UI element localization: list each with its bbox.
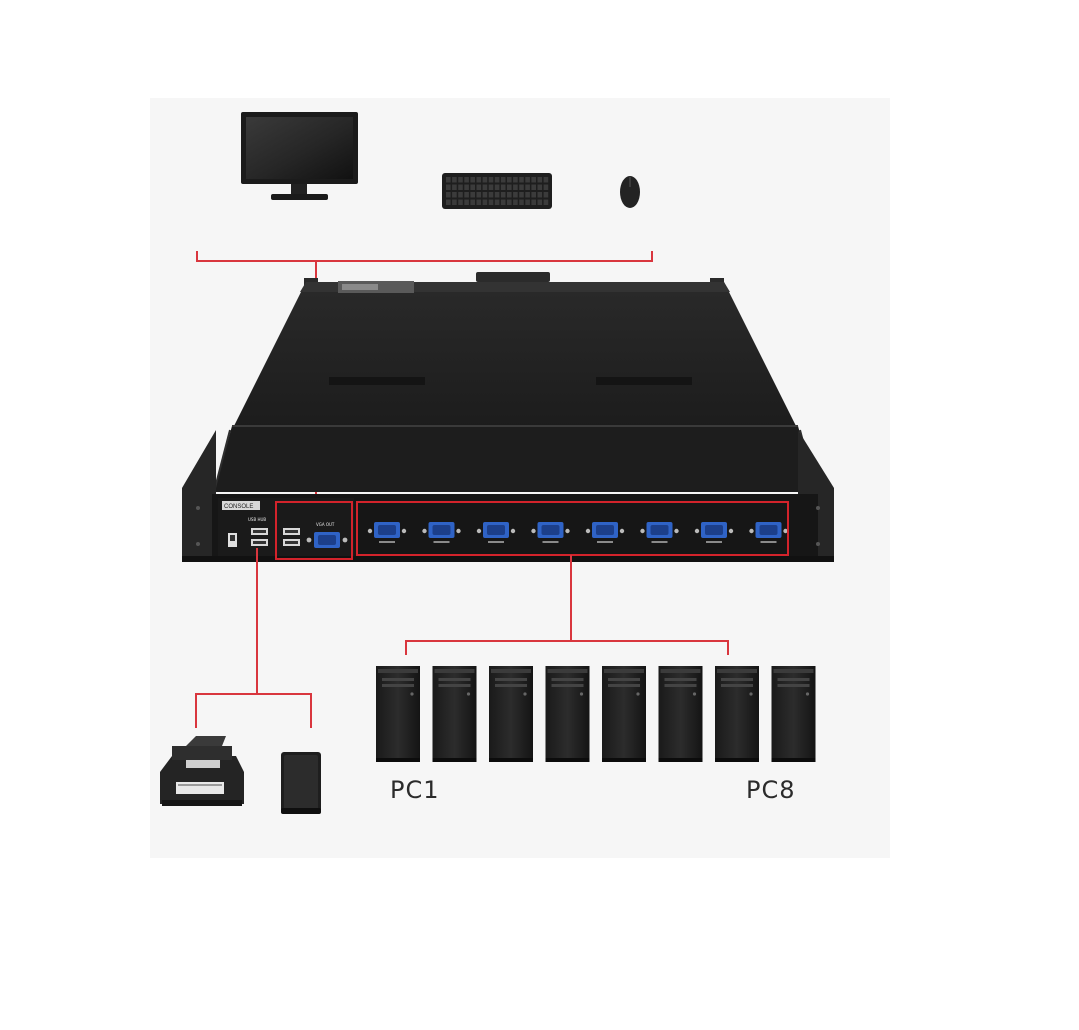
pc-connector-line [405, 555, 729, 655]
usb-device-connector-line [195, 548, 312, 728]
pc-tower-icon [771, 666, 816, 762]
vga-port-pc4 [531, 522, 570, 543]
usb-hub-label: USB HUB [248, 517, 266, 522]
usb-port-icon [251, 528, 268, 546]
pc-tower-row [376, 666, 816, 762]
console-port-highlight [275, 501, 353, 560]
vga-port-icon [306, 532, 348, 548]
pc-tower-icon [602, 666, 646, 762]
vga-port-pc2 [422, 522, 461, 543]
monitor-icon [241, 112, 358, 200]
vga-port-pc3 [476, 522, 516, 543]
keyboard-icon [442, 173, 552, 209]
vga-port-pc8 [749, 522, 788, 543]
vga-port-pc7 [694, 522, 734, 543]
pc-port-row [367, 522, 788, 543]
printer-icon [160, 736, 244, 806]
pc-tower-icon [658, 666, 703, 762]
kvm-switch-icon: CONSOLE USB HUB VGA OUT [182, 272, 834, 562]
pc-port-highlight [356, 501, 789, 556]
pc-tower-icon [432, 666, 477, 762]
pc8-label: PC8 [746, 776, 796, 804]
console-label: CONSOLE [224, 504, 253, 510]
vga-port-pc6 [640, 522, 679, 543]
external-drive-icon [281, 752, 321, 814]
mouse-icon [620, 176, 640, 208]
pc-tower-icon [489, 666, 533, 762]
vga-port-pc5 [585, 522, 625, 543]
vga-port-pc1 [367, 522, 407, 543]
vga-out-label: VGA OUT [316, 522, 335, 527]
pc-tower-icon [715, 666, 759, 762]
pc1-label: PC1 [390, 776, 440, 804]
pc-tower-icon [376, 666, 420, 762]
usb-port-icon [283, 528, 300, 546]
pc-tower-icon [545, 666, 590, 762]
